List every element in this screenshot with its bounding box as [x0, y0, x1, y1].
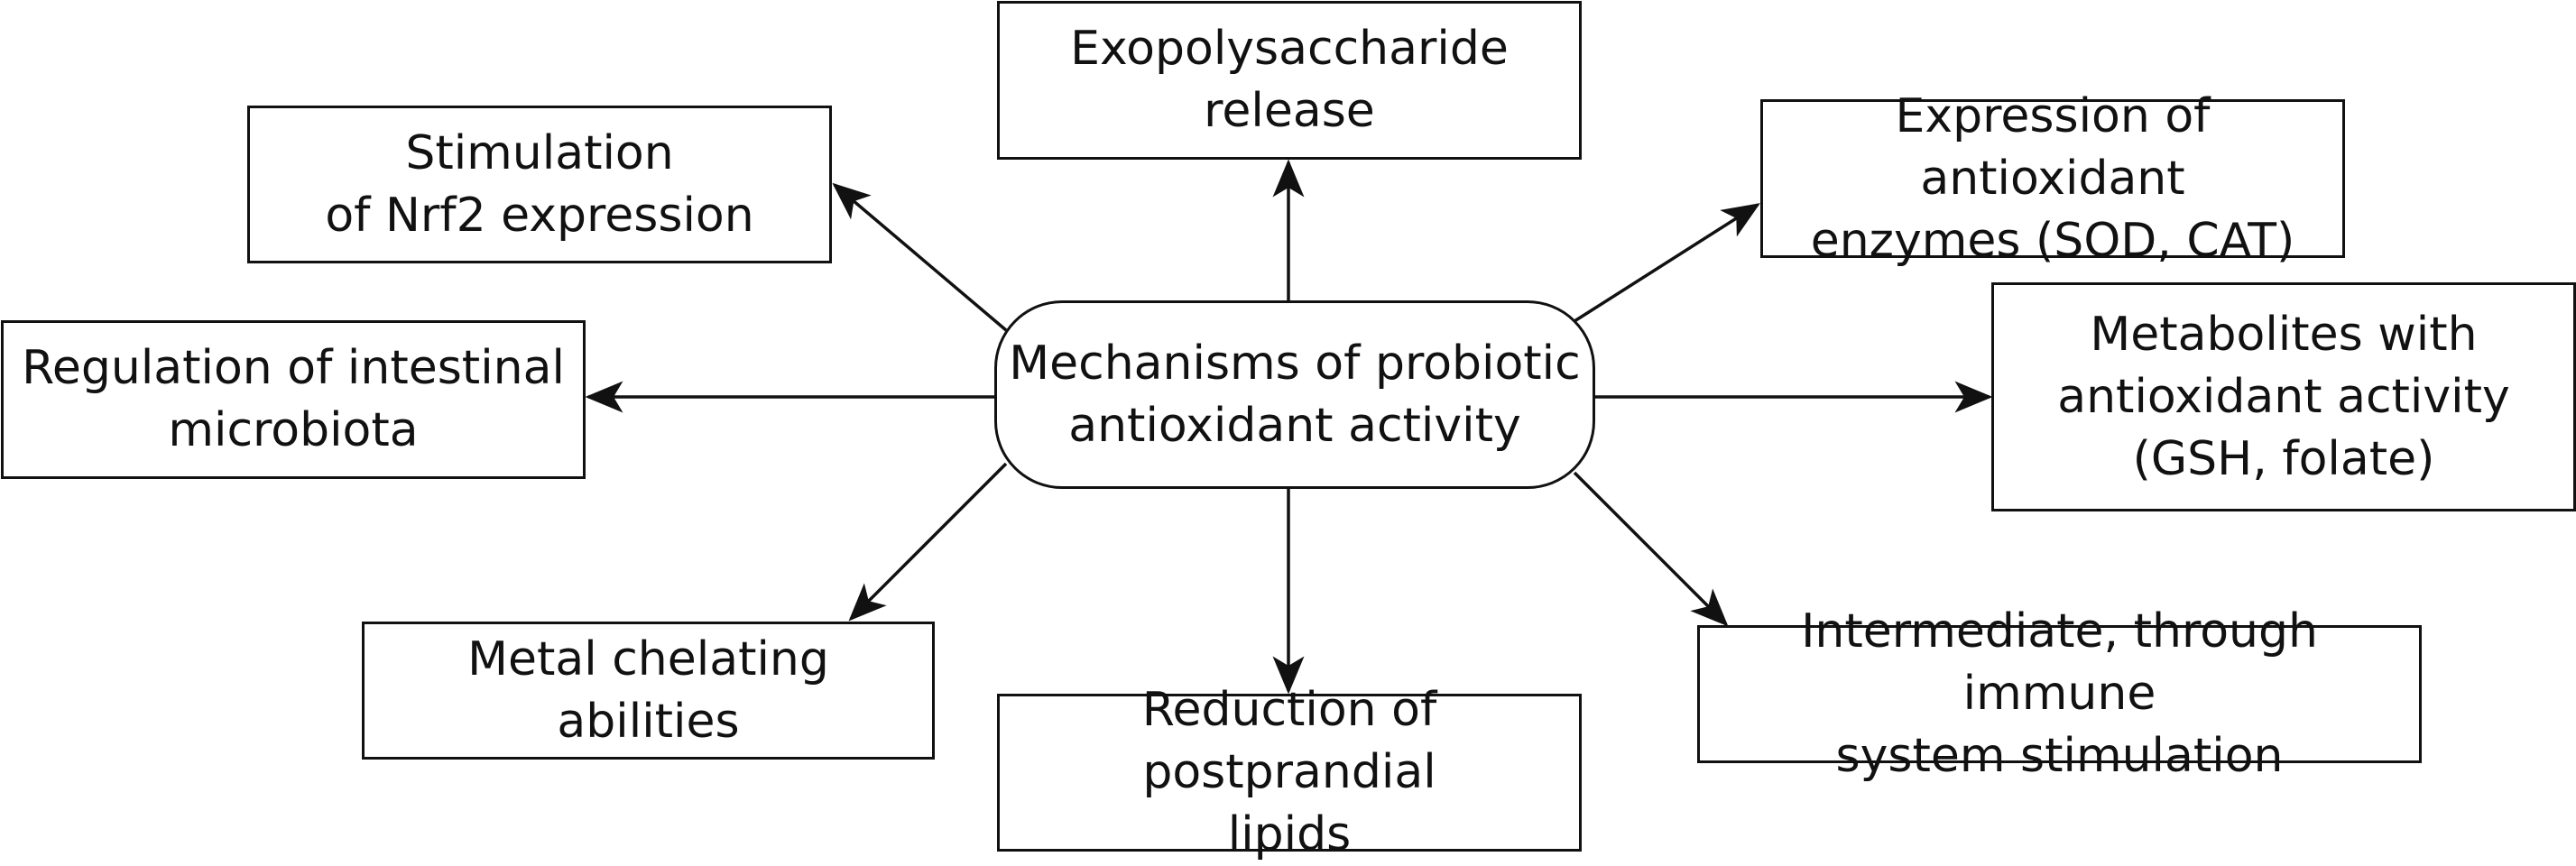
center-node: Mechanisms of probiotic antioxidant acti…: [994, 300, 1595, 489]
microbiota-label: Regulation of intestinal microbiota: [22, 341, 565, 457]
immune-label: Intermediate, through immune system stim…: [1801, 604, 2318, 783]
exopolysaccharide-label: Exopolysaccharide release: [1070, 22, 1509, 138]
metal-label: Metal chelating abilities: [467, 631, 829, 749]
arrow-to-enzymes: [1574, 203, 1760, 323]
nrf2-label: Stimulation of Nrf2 expression: [325, 125, 754, 243]
enzymes-box: Expression of antioxidant enzymes (SOD, …: [1760, 89, 2345, 268]
lipids-box: Reduction of postprandial lipids: [997, 683, 1582, 861]
center-label: Mechanisms of probiotic antioxidant acti…: [1009, 336, 1581, 453]
exopolysaccharide-box: Exopolysaccharide release: [997, 1, 1582, 160]
arrow-to-metal: [848, 462, 1008, 622]
nrf2-box: Stimulation of Nrf2 expression: [247, 106, 832, 263]
metabolites-label: Metabolites with antioxidant activity (G…: [2057, 307, 2510, 486]
metabolites-box: Metabolites with antioxidant activity (G…: [1991, 282, 2576, 511]
lipids-label: Reduction of postprandial lipids: [1141, 683, 1437, 861]
immune-box: Intermediate, through immune system stim…: [1697, 604, 2422, 783]
enzymes-label: Expression of antioxidant enzymes (SOD, …: [1810, 88, 2295, 268]
arrow-to-nrf2: [832, 182, 1008, 332]
arrow-to-immune: [1573, 471, 1729, 627]
metal-box: Metal chelating abilities: [362, 622, 935, 760]
microbiota-box: Regulation of intestinal microbiota: [1, 320, 586, 479]
